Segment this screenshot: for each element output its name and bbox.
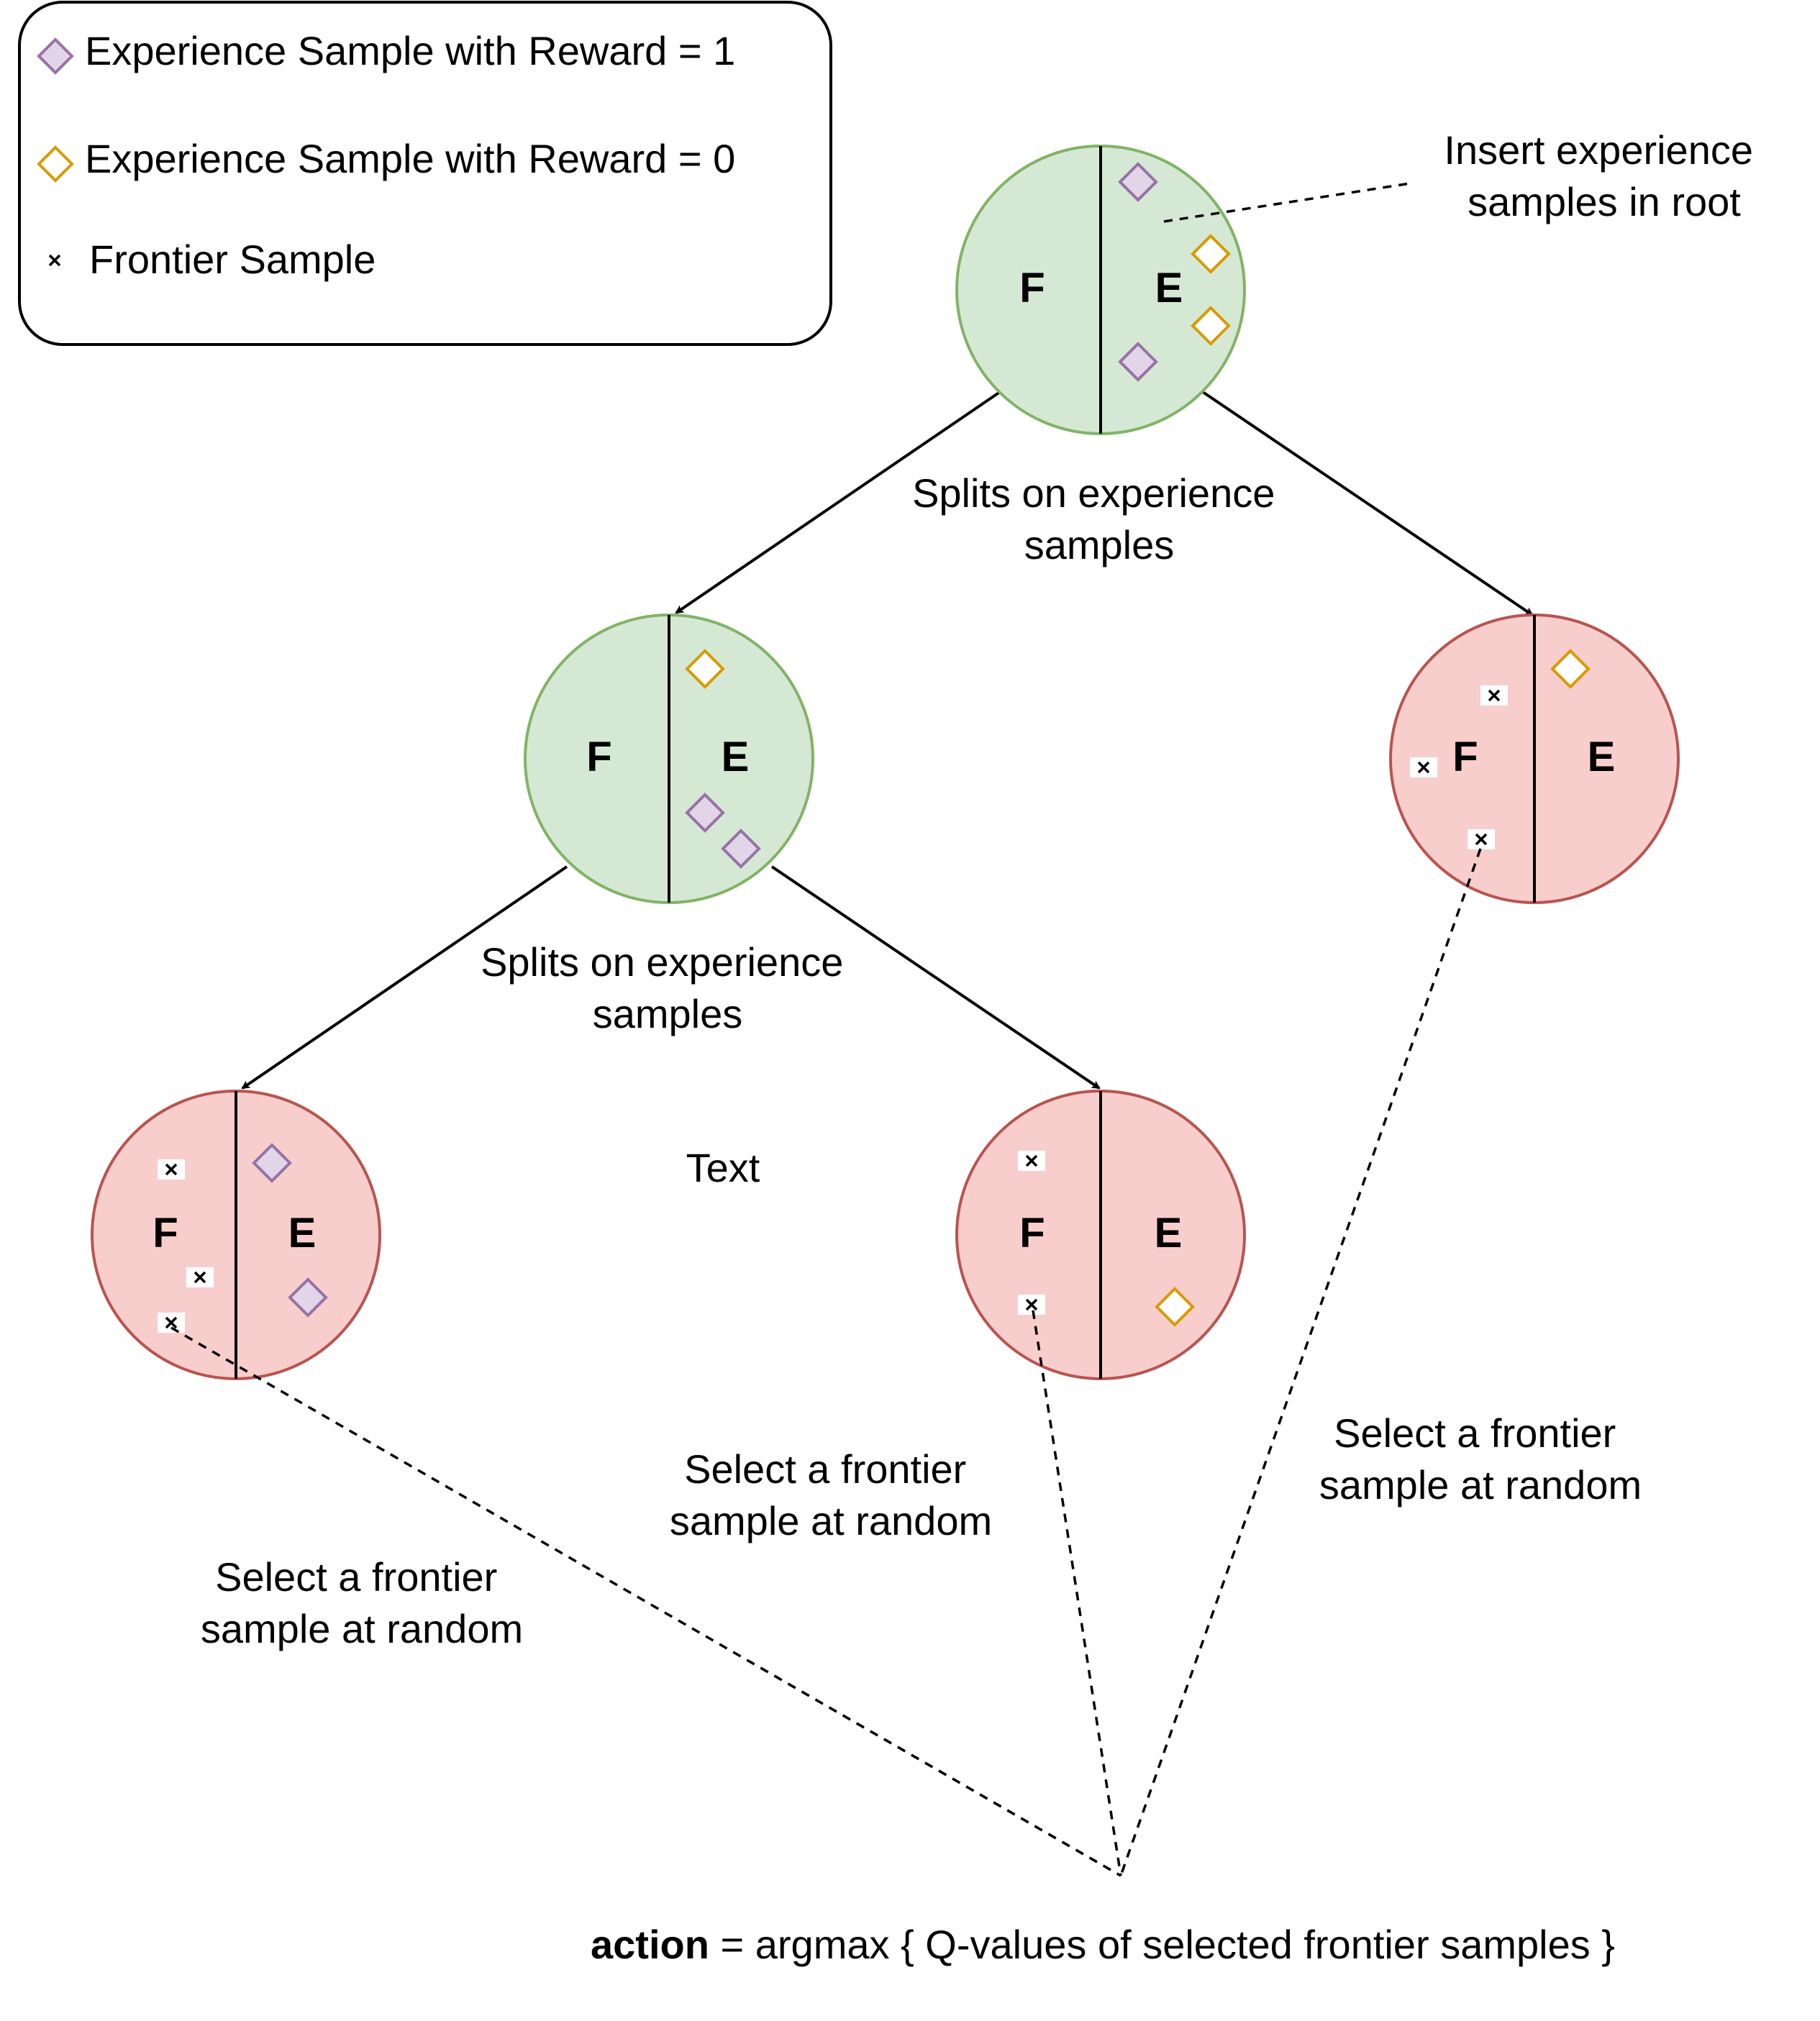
root-node: F E [955, 145, 1246, 435]
action-keyword: action [591, 1922, 709, 1967]
reward1-sample-icon [1118, 342, 1158, 382]
split-label-root: Splits on experience samples [912, 470, 1286, 567]
reward0-sample-icon [1191, 306, 1231, 346]
select-label-left: Select a frontier sample at random [201, 1554, 523, 1651]
reward0-sample-icon [1550, 649, 1591, 689]
reward1-sample-icon [721, 829, 761, 869]
reward0-sample-icon [1155, 1287, 1195, 1327]
reward1-sample-icon [685, 793, 725, 833]
tree-edges [241, 391, 1534, 1090]
frontier-sample-icon [186, 1267, 214, 1287]
action-formula: action = argmax { Q-values of selected f… [591, 1922, 1615, 1967]
bottom-right-f-label: F [1019, 1210, 1045, 1256]
right-node: F E [1389, 613, 1680, 904]
bottom-left-node: F E [91, 1090, 381, 1380]
frontier-sample-icon [1468, 829, 1495, 849]
insert-connector [1163, 182, 1411, 223]
legend: Experience Sample with Reward = 1 Experi… [18, 1, 832, 346]
edge-mid-left [241, 865, 568, 1090]
action-expression: = argmax { Q-values of selected frontier… [709, 1922, 1615, 1967]
reward0-sample-icon [1191, 234, 1231, 274]
frontier-sample-icon [1480, 685, 1508, 706]
frontier-sample-icon [158, 1159, 185, 1180]
reward1-legend-icon [37, 37, 74, 75]
select-label-right: Select a frontier sample at random [1319, 1410, 1642, 1507]
edge-root-left [675, 391, 1001, 614]
edge-root-right [1201, 391, 1534, 616]
reward1-sample-icon [1118, 162, 1158, 202]
reward1-sample-icon [252, 1143, 292, 1183]
mid-left-e-label: E [722, 734, 750, 780]
frontier-legend-icon [48, 254, 61, 267]
select-label-middle: Select a frontier sample at random [670, 1446, 992, 1543]
right-f-label: F [1452, 734, 1478, 780]
frontier-sample-icon [1410, 757, 1437, 777]
legend-box [18, 1, 832, 346]
reward1-sample-icon [288, 1277, 328, 1318]
dashed-connectors [170, 182, 1482, 1877]
root-f-label: F [1019, 265, 1045, 311]
legend-reward1-label: Experience Sample with Reward = 1 [85, 28, 735, 73]
stray-text-label: Text [686, 1145, 760, 1190]
annotations: Insert experience samples in root Splits… [201, 127, 1764, 1967]
select-connector-middle [1032, 1310, 1122, 1876]
select-connector-left [170, 1326, 1121, 1877]
split-label-mid: Splits on experience samples [481, 939, 855, 1036]
reward0-sample-icon [685, 649, 725, 689]
legend-frontier-label: Frontier Sample [89, 237, 376, 282]
insert-label: Insert experience samples in root [1444, 127, 1764, 224]
frontier-sample-icon [158, 1313, 185, 1333]
edge-mid-right [770, 865, 1101, 1090]
frontier-sample-icon [1018, 1151, 1045, 1171]
reward0-legend-icon [37, 145, 74, 183]
mid-left-node: F E [524, 613, 814, 904]
right-e-label: E [1588, 734, 1616, 780]
select-connector-right [1119, 848, 1482, 1876]
frontier-sample-icon [1018, 1295, 1045, 1315]
bottom-left-f-label: F [153, 1210, 178, 1256]
bottom-right-e-label: E [1155, 1210, 1183, 1256]
mid-left-f-label: F [586, 734, 611, 780]
bottom-right-node: F E [955, 1090, 1246, 1380]
legend-reward0-label: Experience Sample with Reward = 0 [85, 136, 735, 181]
root-e-label: E [1155, 265, 1183, 311]
bottom-left-e-label: E [288, 1210, 317, 1256]
